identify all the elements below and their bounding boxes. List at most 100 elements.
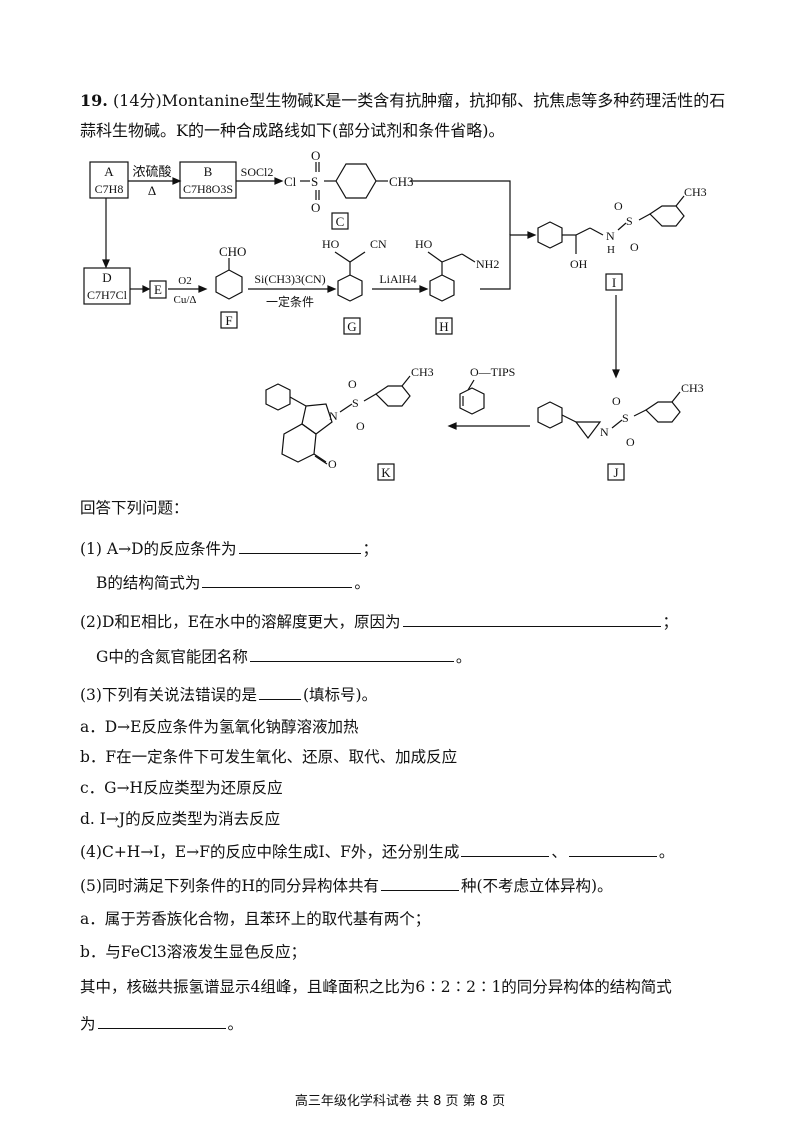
q3-text: (3)下列有关说法错误的是 xyxy=(80,686,257,704)
benzene-G xyxy=(337,274,363,302)
synthesis-scheme: A C7H8 浓硫酸 Δ B C7H8O3S SOCl2 Cl S O O CH… xyxy=(70,148,730,499)
reagent-F-G-top: Si(CH3)3(CN) xyxy=(254,272,325,286)
atom-O-C-top: O xyxy=(311,150,320,163)
box-D-label: D xyxy=(102,270,111,285)
blank-q3[interactable] xyxy=(258,683,301,700)
label-H: H xyxy=(439,319,448,334)
blank-q5[interactable] xyxy=(380,874,459,891)
compound-K: O N S O O CH3 K xyxy=(265,365,434,481)
aziridine-J xyxy=(574,421,602,439)
condition-A-B: Δ xyxy=(148,183,156,198)
benzene-K xyxy=(265,383,291,411)
atom-Cl: Cl xyxy=(284,174,297,189)
question-intro-2: 蒜科生物碱。K的一种合成路线如下(部分试剂和条件省略)。 xyxy=(80,121,505,140)
compound-G: HO CN G xyxy=(322,237,387,335)
q1a-text: (1) A→D的反应条件为 xyxy=(80,540,237,558)
ring-enol-ether xyxy=(459,387,485,415)
q1b-line: B的结构简式为 。 xyxy=(96,571,736,594)
arrowhead-I-J xyxy=(612,369,620,379)
benzene-J xyxy=(537,401,563,429)
atom-N-J: N xyxy=(600,425,609,439)
benzene-H xyxy=(429,274,455,302)
connector-C-I xyxy=(410,180,511,235)
box-A: A C7H8 xyxy=(89,161,129,199)
atom-CHO: CHO xyxy=(219,244,246,259)
label-F: F xyxy=(225,313,232,328)
arrowhead-B-C xyxy=(274,177,284,185)
atom-N-I: N xyxy=(606,229,615,243)
question-intro-1: (14分)Montanine型生物碱K是一类含有抗肿瘤，抗抑郁、抗焦虑等多种药理… xyxy=(112,91,726,110)
reagent-O-TIPS: O—TIPS xyxy=(470,365,515,379)
blank-q2a[interactable] xyxy=(402,610,661,627)
box-E-label: E xyxy=(154,282,162,297)
q5d-end: 。 xyxy=(227,1015,244,1033)
atom-O-J-bottom: O xyxy=(626,435,635,449)
blank-q1b[interactable] xyxy=(202,571,353,588)
q5-end: 种(不考虑立体异构)。 xyxy=(460,877,613,895)
reagent-B-C: SOCl2 xyxy=(241,165,274,179)
page-footer: 高三年级化学科试卷 共 8 页 第 8 页 xyxy=(294,1094,506,1109)
arrowhead-J-K xyxy=(447,422,457,430)
arrowhead-E-F xyxy=(198,285,208,293)
atom-N-K: N xyxy=(329,409,338,423)
box-D-formula: C7H7Cl xyxy=(87,288,128,302)
label-K: K xyxy=(381,465,391,480)
box-A-formula: C7H8 xyxy=(95,182,124,196)
atom-S-J: S xyxy=(622,411,629,425)
q2a-text: (2)D和E相比，E在水中的溶解度更大，原因为 xyxy=(80,613,401,631)
atom-O-K-ketone: O xyxy=(328,457,337,471)
benzene-C xyxy=(335,163,377,199)
pyrrolidine-K xyxy=(301,403,333,435)
q1b-end: 。 xyxy=(354,574,370,592)
atom-O-I-bottom: O xyxy=(630,240,639,254)
atom-OH-I: OH xyxy=(570,257,588,271)
arrowhead-D-E xyxy=(142,285,151,293)
atom-O-C-bottom: O xyxy=(311,200,320,215)
q5-condition-a: a．属于芳香族化合物，且苯环上的取代基有两个； xyxy=(80,910,431,928)
cyclohexanone-K xyxy=(281,423,317,463)
reagent-E-F-top: O2 xyxy=(178,275,191,287)
atom-H-I: H xyxy=(607,244,615,256)
atom-HO-G: HO xyxy=(322,237,340,251)
label-J: J xyxy=(613,465,618,480)
q2b-end: 。 xyxy=(455,648,472,666)
q4-end: 。 xyxy=(658,843,675,861)
blank-q5-structure[interactable] xyxy=(97,1012,226,1029)
q4-text: (4)C+H→I，E→F的反应中除生成I、F外，还分别生成 xyxy=(80,843,460,861)
q3-option-a: a．D→E反应条件为氢氧化钠醇溶液加热 xyxy=(80,718,359,736)
atom-HO-H: HO xyxy=(415,237,433,251)
box-B-formula: C7H8O3S xyxy=(183,182,233,196)
compound-H: HO NH2 H xyxy=(415,237,499,335)
reagent-F-G-bottom: 一定条件 xyxy=(266,294,314,309)
atom-NH2: NH2 xyxy=(476,257,499,271)
q5-final-line: 为。 xyxy=(80,1012,720,1035)
q2b-text: G中的含氮官能团名称 xyxy=(96,648,248,666)
scheme-svg: A C7H8 浓硫酸 Δ B C7H8O3S SOCl2 Cl S O O CH… xyxy=(83,148,707,481)
arrowhead-A-B xyxy=(172,177,182,185)
q1b-text: B的结构简式为 xyxy=(96,574,201,592)
q3-option-b: b．F在一定条件下可发生氧化、还原、取代、加成反应 xyxy=(80,748,458,766)
q5-line: (5)同时满足下列条件的H的同分异构体共有 种(不考虑立体异构)。 xyxy=(80,874,720,897)
q1a-end: ； xyxy=(362,540,379,558)
arrowhead-F-G xyxy=(327,285,337,293)
box-A-label: A xyxy=(104,164,114,179)
q5-text: (5)同时满足下列条件的H的同分异构体共有 xyxy=(80,877,379,895)
atom-S-I: S xyxy=(626,214,633,228)
blank-q4-1[interactable] xyxy=(461,840,550,857)
blank-q2b[interactable] xyxy=(249,645,454,662)
box-B-label: B xyxy=(204,164,213,179)
compound-I: OH N H S O O CH3 I xyxy=(537,185,707,291)
benzene-J-tosyl xyxy=(645,401,681,423)
answer-intro: 回答下列问题： xyxy=(80,499,189,517)
reagent-G-H: LiAlH4 xyxy=(379,272,416,286)
blank-q4-2[interactable] xyxy=(568,840,657,857)
question-number: 19. xyxy=(80,91,108,110)
q2a-end: ； xyxy=(662,613,679,631)
compound-F: CHO F xyxy=(215,244,246,329)
atom-O-J-top: O xyxy=(612,394,621,408)
reagent-silyl-enol-ether: O—TIPS xyxy=(459,365,515,415)
atom-O-I-top: O xyxy=(614,199,623,213)
question-line-1: 19. (14分)Montanine型生物碱K是一类含有抗肿瘤，抗抑郁、抗焦虑等… xyxy=(80,86,740,116)
atom-CN-G: CN xyxy=(370,237,387,251)
blank-q1a[interactable] xyxy=(238,537,361,554)
